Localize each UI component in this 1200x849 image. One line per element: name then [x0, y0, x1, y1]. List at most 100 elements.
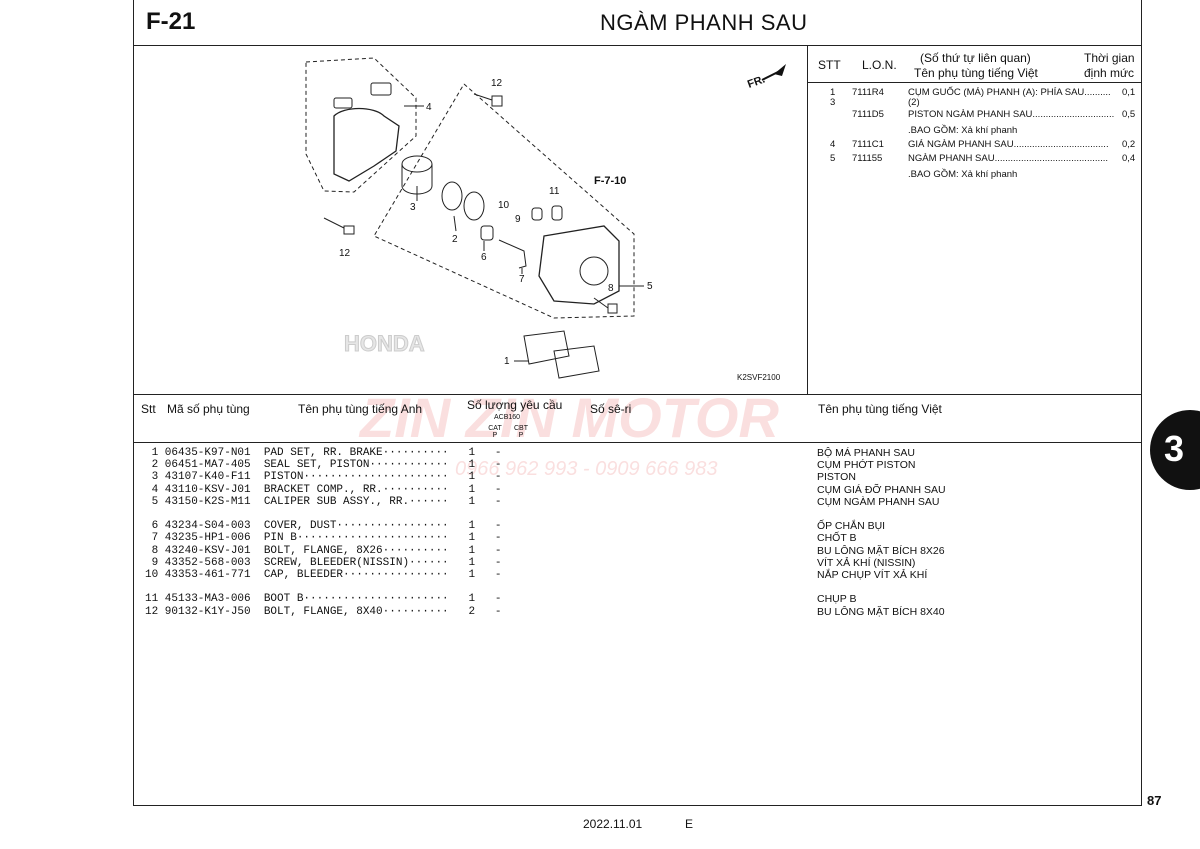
group-spacer: [145, 508, 501, 520]
page-number: 87: [1147, 793, 1162, 808]
col-qty: Số lượng yêu cầu: [467, 398, 563, 412]
ref-cell-desc: GIÁ NGÀM PHANH SAU......................…: [908, 139, 1109, 150]
table-row: 5 43150-K2S-M11 CALIPER SUB ASSY., RR.··…: [145, 495, 502, 508]
ref-cell-desc: NGÀM PHANH SAU..........................…: [908, 153, 1109, 164]
col-qty-sub: ACB160: [494, 414, 521, 421]
table-row-vn: ỐP CHẮN BỤI: [817, 520, 886, 533]
ref-cell-lon: 7111C1: [852, 139, 884, 150]
table-row-vn: PISTON: [817, 471, 856, 484]
section-tab: 3: [1150, 410, 1200, 490]
col-part-no: Mã số phụ tùng: [167, 402, 250, 416]
fr-label: FR.: [746, 73, 767, 90]
col-cat1: CAT P: [488, 425, 502, 439]
ref-row: 4 7111C1 GIÁ NGÀM PHANH SAU...............…: [808, 138, 1141, 150]
ref-cell-time: 0,2: [1122, 139, 1136, 150]
callout-5: 5: [647, 281, 653, 292]
table-row-vn: BU LÔNG MẶT BÍCH 8X40: [817, 605, 945, 618]
watermark-logo: ZIN ZIN MOTOR: [360, 386, 779, 449]
group-spacer: [817, 508, 946, 520]
ref-cell-lon: 7111D5: [852, 109, 884, 120]
ref-cell-time: 0,5: [1122, 109, 1136, 120]
callout-12-top: 12: [491, 78, 503, 89]
ref-header-time-1: Thời gian: [1084, 51, 1135, 65]
ref-row: 7111D5 PISTON NGÀM PHANH SAU.............…: [808, 108, 1141, 120]
callout-1: 1: [504, 356, 510, 367]
table-row: 4 43110-KSV-J01 BRACKET COMP., RR.······…: [145, 483, 502, 496]
group-spacer: [817, 581, 946, 593]
col-cat2: CBT P: [514, 425, 528, 439]
table-row-vn: BỘ MÁ PHANH SAU: [817, 447, 916, 459]
table-row: 10 43353-461-771 CAP, BLEEDER···········…: [145, 569, 502, 582]
table-row-vn: BU LÔNG MẶT BÍCH 8X26: [817, 544, 945, 557]
table-row: 6 43234-S04-003 COVER, DUST·············…: [145, 520, 502, 533]
col-serial: Số sê-ri: [590, 402, 632, 416]
table-row: 12 90132-K1Y-J50 BOLT, FLANGE, 8X40·····…: [145, 605, 502, 618]
col-stt: Stt: [141, 402, 156, 416]
table-row: 8 43240-KSV-J01 BOLT, FLANGE, 8X26······…: [145, 544, 502, 557]
ref-row: 3(2): [808, 96, 1141, 108]
ref-cell-stt: 5: [830, 153, 836, 164]
col-name-vn: Tên phụ tùng tiếng Việt: [818, 402, 942, 416]
table-row: 2 06451-MA7-405 SEAL SET, PISTON········…: [145, 459, 502, 472]
honda-logo-text: HONDA: [344, 331, 425, 356]
table-row: 1 06435-K97-N01 PAD SET, RR. BRAKE······…: [145, 447, 502, 459]
ref-cell-desc: PISTON NGÀM PHANH SAU...................…: [908, 109, 1115, 120]
callout-2: 2: [452, 234, 458, 245]
page-title: NGÀM PHANH SAU: [600, 10, 808, 35]
callout-8: 8: [608, 283, 614, 294]
ref-cell-time: 0,1: [1122, 87, 1136, 98]
ref-cell-stt: 4: [830, 139, 836, 150]
table-row: 11 45133-MA3-006 BOOT B·················…: [145, 593, 502, 606]
ref-cell-time: 0,4: [1122, 153, 1136, 164]
group-spacer: [145, 581, 501, 593]
ref-cell-lon: 7111R4: [852, 87, 884, 98]
table-top-divider: [133, 394, 1142, 395]
image-code: K2SVF2100: [737, 373, 781, 382]
exploded-diagram: 12 4 3 2 6 12 10 9 11 7 5 8 1 F-7-10 FR.…: [305, 57, 786, 382]
table-row-vn: CỤM NGÀM PHANH SAU: [817, 495, 940, 508]
ref-cell-desc: CỤM GUỐC (MÁ) PHANH (A): PHÍA SAU.......…: [908, 87, 1111, 98]
callout-7: 7: [519, 274, 525, 285]
table-row-vn: CỤM PHỚT PISTON: [817, 459, 916, 472]
ref-cell-desc: .BAO GỒM: Xả khí phanh: [908, 169, 1018, 180]
callout-9: 9: [515, 214, 521, 225]
ref-cell-desc: .BAO GỒM: Xả khí phanh: [908, 125, 1018, 136]
ref-row: .BAO GỒM: Xả khí phanh: [808, 168, 1141, 180]
ref-table: STT L.O.N. (Số thứ tự liên quan) Tên phụ…: [808, 46, 1141, 394]
ref-cell-desc: (2): [908, 97, 920, 108]
callout-3: 3: [410, 202, 416, 213]
ref-header-desc-2: Tên phụ tùng tiếng Việt: [914, 66, 1038, 80]
ref-row: .BAO GỒM: Xả khí phanh: [808, 124, 1141, 136]
ref-header-stt: STT: [818, 58, 841, 72]
table-row-vn: CỤM GIÁ ĐỠ PHANH SAU: [817, 483, 946, 496]
table-row-vn: CHỤP B: [817, 593, 857, 606]
callout-4: 4: [426, 102, 432, 113]
col-name-en: Tên phụ tùng tiếng Anh: [298, 402, 423, 416]
callout-12-left: 12: [339, 248, 351, 259]
table-row-vn: VÍT XẢ KHÍ (NISSIN): [817, 556, 916, 569]
ref-row: 5 711155 NGÀM PHANH SAU...................…: [808, 152, 1141, 164]
header-divider: [133, 45, 1142, 46]
callout-11: 11: [549, 186, 560, 197]
footer-edition: E: [685, 817, 694, 831]
footer-date: 2022.11.01: [583, 817, 643, 831]
diagram-divider: [807, 45, 808, 394]
callout-6: 6: [481, 252, 487, 263]
table-row-vn: NẮP CHỤP VÍT XẢ KHÍ: [817, 569, 928, 582]
table-row: 9 43352-568-003 SCREW, BLEEDER(NISSIN)··…: [145, 556, 502, 569]
ref-cell-stt: 1: [830, 87, 836, 98]
ref-row: 1 7111R4 CỤM GUỐC (MÁ) PHANH (A): PHÍA SAU…: [808, 86, 1141, 98]
table-row: 3 43107-K40-F11 PISTON··················…: [145, 471, 502, 484]
ref-label: F-7-10: [594, 175, 626, 187]
page-code: F-21: [146, 8, 196, 35]
table-header-divider: [133, 442, 1142, 443]
watermark-phone: 0966 962 993 - 0909 666 983: [455, 458, 718, 480]
table-row-vn: CHỐT B: [817, 532, 857, 545]
page-frame: [133, 0, 1142, 806]
parts-rows-en: 1 06435-K97-N01 PAD SET, RR. BRAKE······…: [145, 447, 501, 618]
section-tab-number: 3: [1164, 428, 1185, 469]
ref-header-time-2: định mức: [1084, 66, 1135, 80]
ref-cell-lon: 711155: [852, 153, 883, 164]
ref-header-lon: L.O.N.: [862, 58, 897, 72]
